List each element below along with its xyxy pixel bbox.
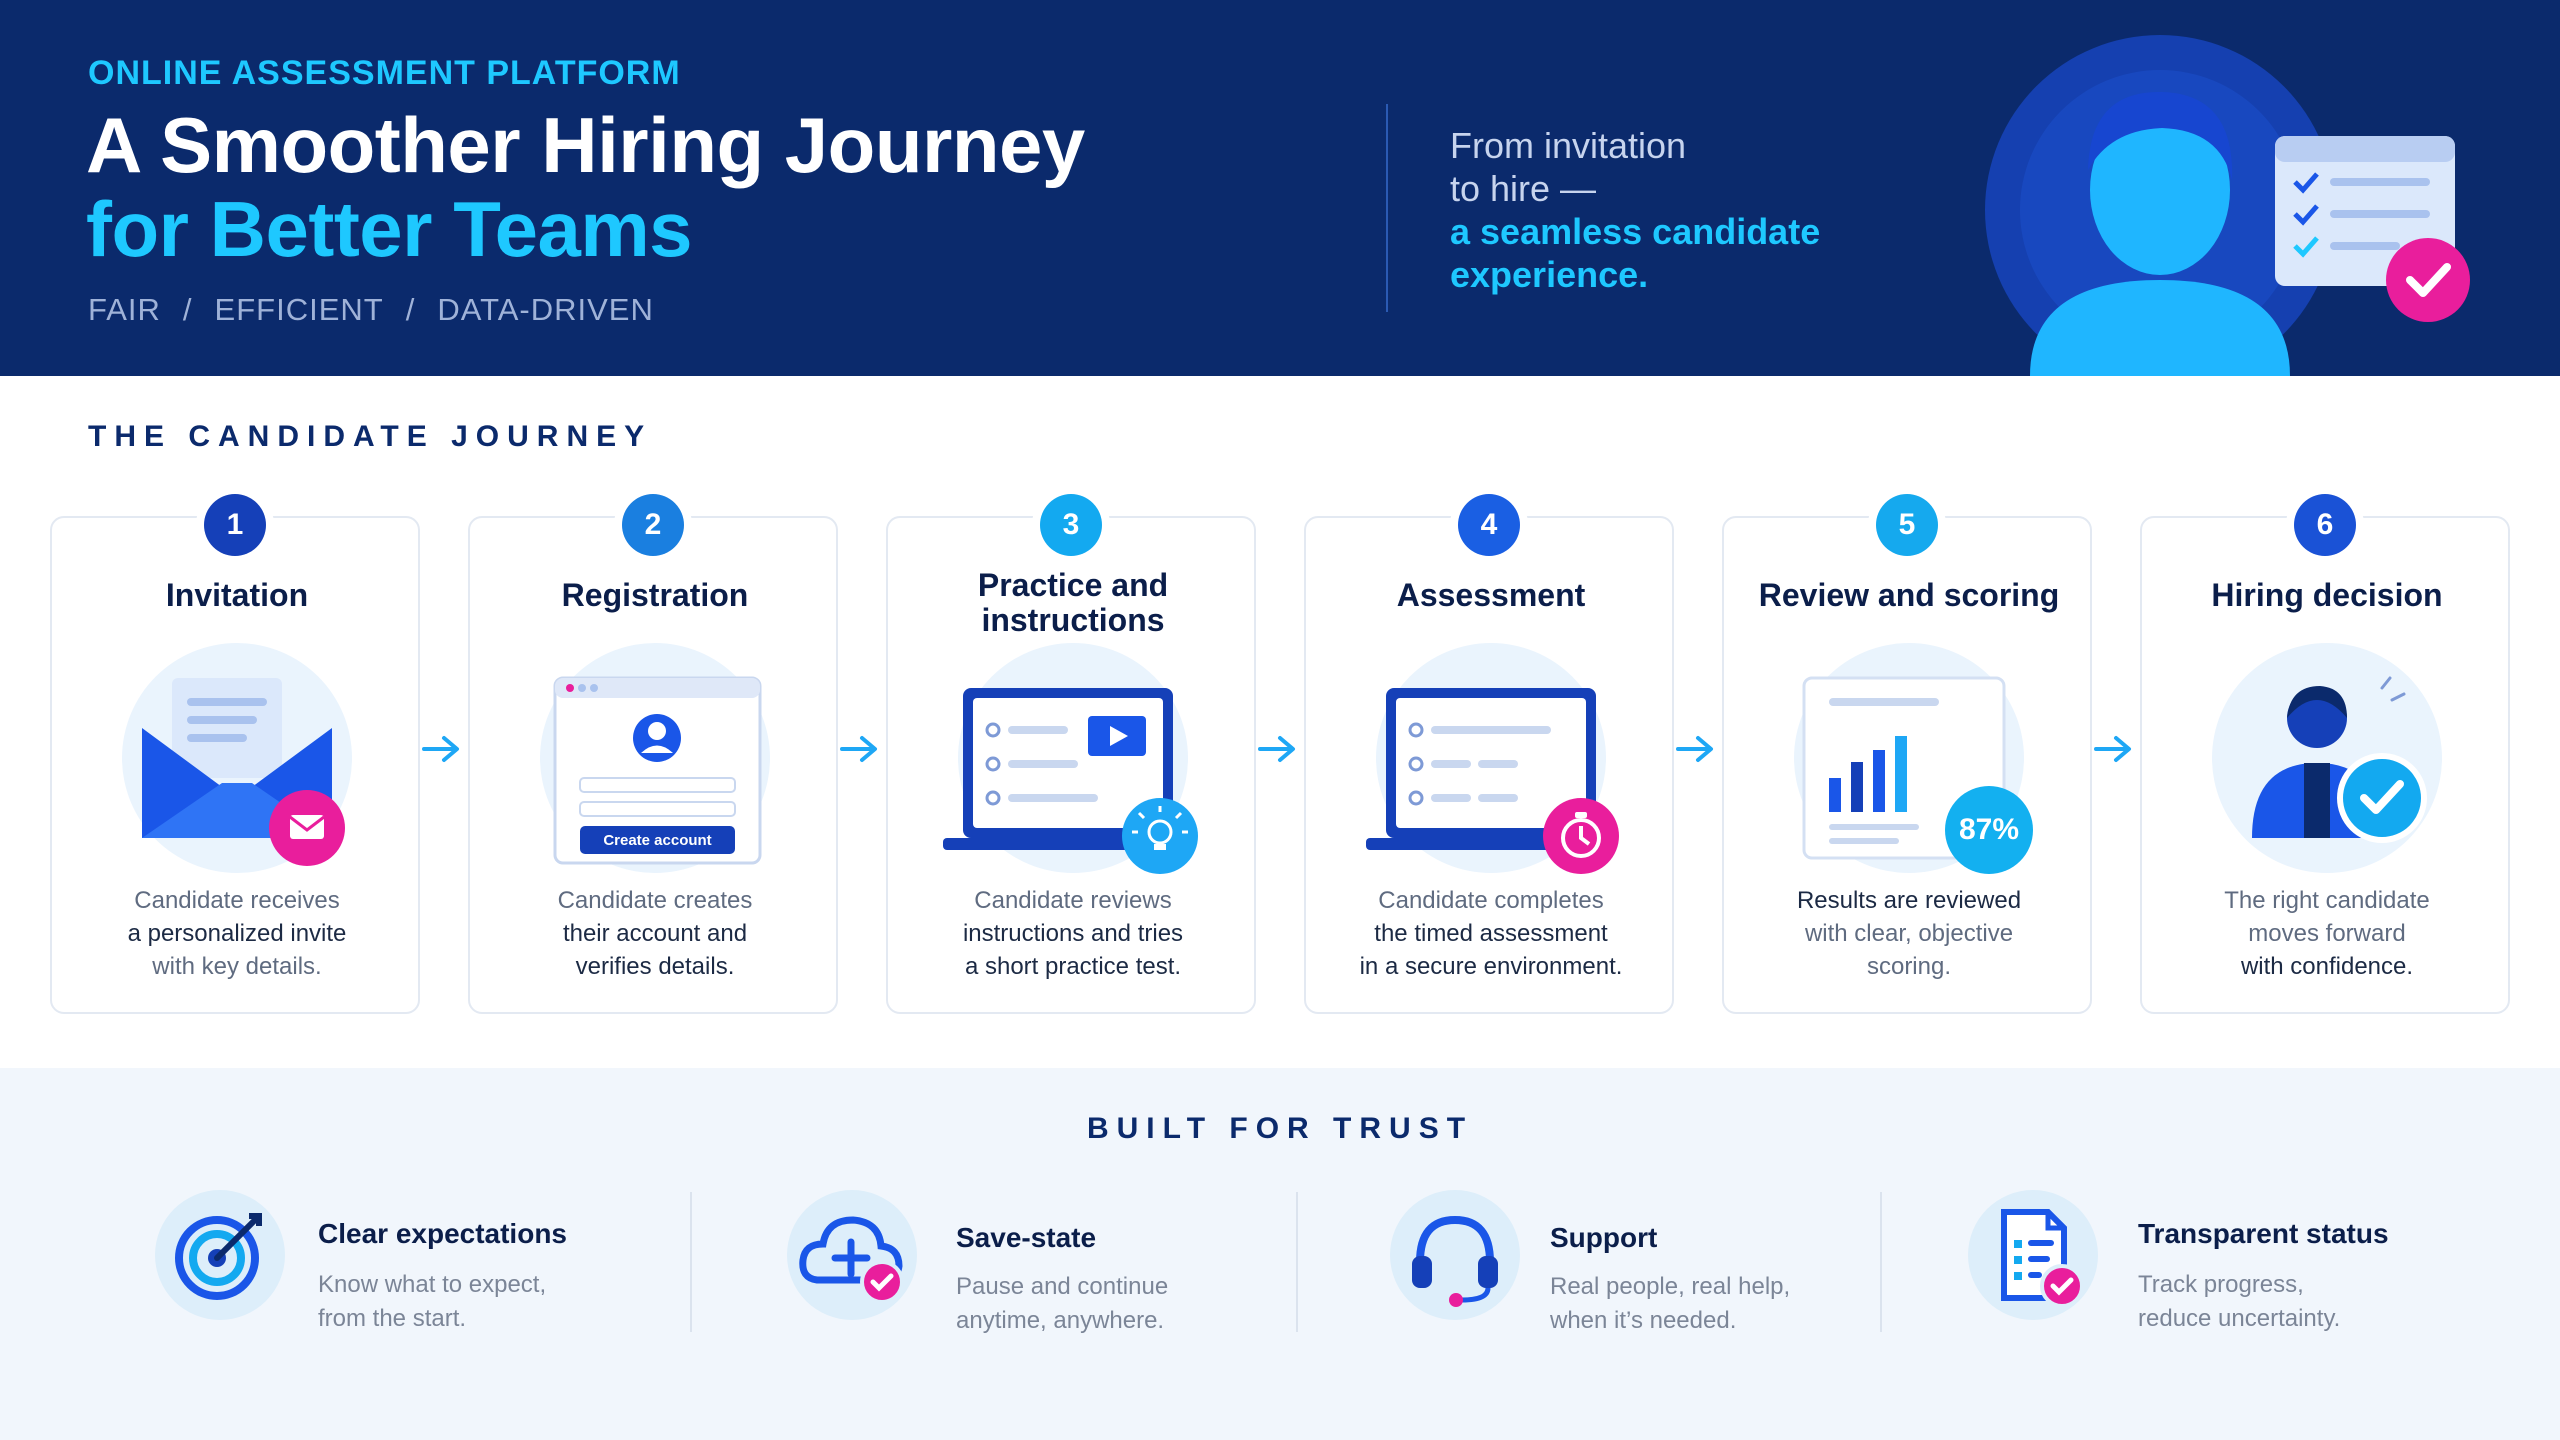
eyebrow-label: ONLINE ASSESSMENT PLATFORM: [88, 54, 681, 92]
tag-data-driven: DATA-DRIVEN: [437, 292, 654, 327]
feature-title: Support: [1550, 1222, 1658, 1253]
value-tags: FAIR / EFFICIENT / DATA-DRIVEN: [88, 292, 654, 328]
feature-divider: [1880, 1192, 1882, 1332]
feature-title: Transparent status: [2138, 1218, 2389, 1249]
arrow-right-icon: [422, 736, 459, 762]
headset-icon: [1390, 1190, 1520, 1320]
feature-divider: [690, 1192, 692, 1332]
step-title: Assessment: [1396, 577, 1586, 613]
arrow-right-icon: [1676, 736, 1713, 762]
arrow-right-icon: [840, 736, 877, 762]
step-description: Candidate receives a personalized invite…: [127, 887, 347, 980]
step-number-badge: 3: [1040, 494, 1102, 556]
report-chart-icon: [1794, 643, 2033, 874]
tag-fair: FAIR: [88, 292, 161, 327]
step-description: Candidate creates their account and veri…: [557, 887, 753, 980]
journey-step-review: Review and scoring 87% Results are revie…: [1722, 516, 2092, 1014]
create-account-button[interactable]: Create account: [603, 831, 712, 849]
trust-section-title: BUILT FOR TRUST: [1086, 1112, 1474, 1145]
journey-step-practice: Practice and instructions Candidate revi…: [886, 516, 1256, 1014]
candidate-illustration: [1985, 35, 2470, 376]
tag-separator: /: [182, 292, 193, 327]
trust-section: [0, 1068, 2560, 1440]
arrow-right-icon: [2094, 736, 2131, 762]
step-number-badge: 1: [204, 494, 266, 556]
header-divider: [1386, 104, 1388, 312]
tag-separator: /: [405, 292, 416, 327]
feature-description: Real people, real help, when it’s needed…: [1550, 1273, 1791, 1334]
feature-divider: [1296, 1192, 1298, 1332]
journey-section-title: THE CANDIDATE JOURNEY: [88, 420, 653, 453]
journey-step-hiring-decision: Hiring decision The right candidate move…: [2140, 516, 2510, 1014]
feature-title: Clear expectations: [318, 1218, 567, 1249]
step-number-badge: 2: [622, 494, 684, 556]
feature-title: Save-state: [956, 1222, 1097, 1253]
score-badge: 87%: [1958, 813, 2020, 846]
step-title: Invitation: [165, 577, 309, 613]
feature-description: Know what to expect, from the start.: [318, 1271, 547, 1332]
step-number-badge: 4: [1458, 494, 1520, 556]
feature-description: Pause and continue anytime, anywhere.: [956, 1273, 1169, 1334]
journey-step-registration: Registration Create account Candidate cr…: [468, 516, 838, 1014]
step-title: Registration: [561, 577, 749, 613]
target-icon: [155, 1190, 285, 1320]
step-description: Results are reviewed with clear, objecti…: [1796, 887, 2022, 980]
tagline: From invitation to hire — a seamless can…: [1450, 124, 1820, 296]
cloud-check-icon: [787, 1190, 917, 1320]
headline-line-2: for Better Teams: [86, 185, 693, 273]
hero-header: ONLINE ASSESSMENT PLATFORM A Smoother Hi…: [0, 0, 2560, 376]
step-description: Candidate reviews instructions and tries…: [962, 887, 1184, 980]
tagline-line-1: From invitation: [1450, 125, 1687, 166]
step-number-badge: 5: [1876, 494, 1938, 556]
laptop-timer-icon: [1366, 643, 1619, 874]
step-description: Candidate completes the timed assessment…: [1359, 887, 1623, 980]
laptop-video-icon: [943, 643, 1198, 874]
step-description: The right candidate moves forward with c…: [2224, 887, 2430, 980]
tag-efficient: EFFICIENT: [214, 292, 384, 327]
journey-step-assessment: Assessment Candidate completes the timed…: [1304, 516, 1674, 1014]
step-title: Practice and instructions: [977, 567, 1169, 638]
headline-line-1: A Smoother Hiring Journey: [86, 101, 1085, 189]
tagline-line-3: a seamless candidate: [1450, 211, 1821, 252]
step-number-badge: 6: [2294, 494, 2356, 556]
registration-form-icon: [540, 643, 770, 873]
tagline-line-4: experience.: [1450, 254, 1649, 295]
step-title: Hiring decision: [2211, 577, 2443, 613]
journey-step-invitation: Invitation Candidate receives a personal…: [50, 516, 420, 1014]
arrow-right-icon: [1258, 736, 1295, 762]
approved-person-icon: [2212, 643, 2442, 873]
envelope-icon: [122, 643, 352, 873]
checklist-icon: [1968, 1190, 2098, 1320]
step-title: Review and scoring: [1758, 577, 2060, 613]
tagline-line-2: to hire —: [1450, 168, 1597, 209]
check-badge-icon: [2386, 238, 2470, 322]
feature-description: Track progress, reduce uncertainty.: [2138, 1271, 2341, 1332]
